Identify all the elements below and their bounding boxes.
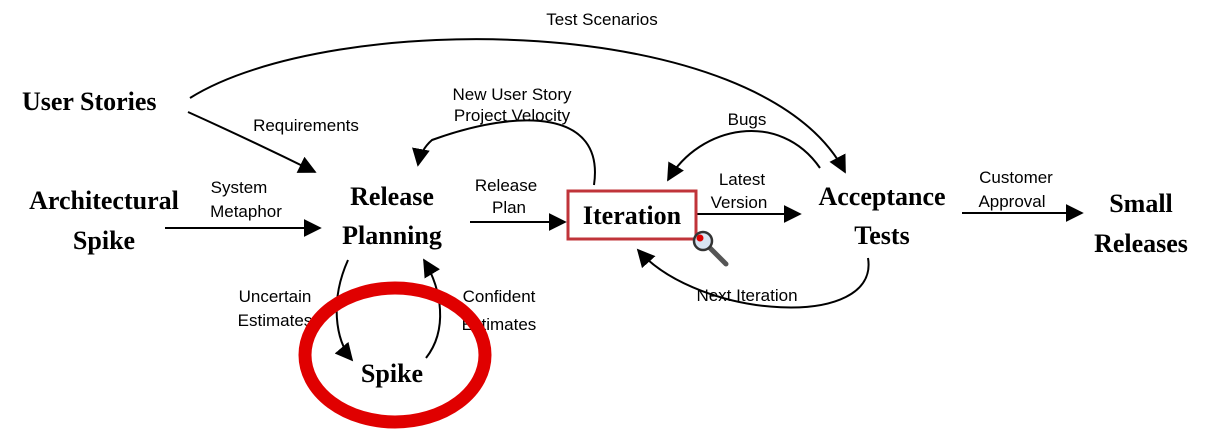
requirements-label: Requirements bbox=[253, 116, 359, 135]
user-stories-node: User Stories bbox=[22, 87, 157, 116]
architectural-spike-line2: Spike bbox=[73, 226, 135, 255]
architectural-spike-node: Architectural Spike bbox=[29, 186, 179, 255]
spike-node: Spike bbox=[361, 359, 423, 388]
project-velocity-label: Project Velocity bbox=[454, 106, 571, 125]
uncertain-estimates-label: Estimates bbox=[238, 311, 313, 330]
latest-label: Latest bbox=[719, 170, 766, 189]
new-user-story-label: New User Story bbox=[452, 85, 572, 104]
uncertain-label: Uncertain bbox=[239, 287, 312, 306]
confident-estimates-arrow bbox=[423, 258, 442, 359]
acceptance-tests-node: Acceptance Tests bbox=[818, 182, 945, 250]
acceptance-tests-line1: Acceptance bbox=[818, 182, 945, 211]
approval-label: Approval bbox=[978, 192, 1045, 211]
uncertain-estimates-arrow bbox=[334, 259, 354, 362]
magnifier-icon bbox=[692, 230, 729, 267]
requirements-arrow bbox=[187, 111, 317, 173]
plan-label: Plan bbox=[492, 198, 526, 217]
acceptance-tests-line2: Tests bbox=[854, 221, 909, 250]
system-label: System bbox=[211, 178, 268, 197]
customer-label: Customer bbox=[979, 168, 1053, 187]
bugs-label: Bugs bbox=[728, 110, 767, 129]
test-scenarios-label: Test Scenarios bbox=[546, 10, 658, 29]
small-releases-node: Small Releases bbox=[1094, 189, 1188, 258]
highlight-circle bbox=[298, 281, 492, 429]
iteration-node: Iteration bbox=[583, 201, 682, 230]
next-iteration-arrow bbox=[636, 248, 870, 309]
architectural-spike-line1: Architectural bbox=[29, 186, 179, 215]
metaphor-label: Metaphor bbox=[210, 202, 282, 221]
release-label: Release bbox=[475, 176, 537, 195]
small-releases-line1: Small bbox=[1109, 189, 1173, 218]
bugs-arrow bbox=[667, 130, 821, 182]
release-planning-line1: Release bbox=[350, 182, 434, 211]
iteration-box bbox=[566, 189, 698, 241]
small-releases-line2: Releases bbox=[1094, 229, 1188, 258]
release-planning-line2: Planning bbox=[342, 221, 442, 250]
next-iteration-label: Next Iteration bbox=[696, 286, 797, 305]
test-scenarios-arrow bbox=[189, 38, 846, 174]
new-user-story-arrow bbox=[412, 119, 596, 186]
version-label: Version bbox=[711, 193, 768, 212]
release-planning-node: Release Planning bbox=[342, 182, 442, 250]
confident-label: Confident bbox=[463, 287, 536, 306]
